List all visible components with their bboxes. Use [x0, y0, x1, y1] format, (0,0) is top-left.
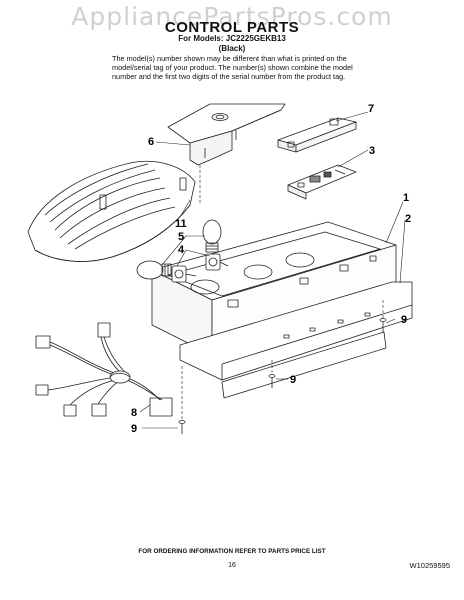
bulb-part-5-upper: [202, 219, 222, 253]
document-id: W10259595: [409, 561, 450, 570]
screw-part-9-a: [379, 318, 387, 332]
callout-9-middle: 9: [290, 374, 296, 386]
callout-9-right: 9: [401, 314, 407, 326]
harness-part-8: [35, 322, 173, 417]
page-title: CONTROL PARTS: [164, 19, 300, 36]
socket-part-4-a: [171, 265, 197, 283]
callout-5: 5: [178, 231, 184, 243]
lower-strip: [221, 331, 387, 399]
model-note: The model(s) number shown may be differe…: [112, 54, 353, 81]
callout-11: 11: [175, 218, 187, 230]
watermark: AppliancePartsPros.com: [71, 2, 393, 31]
socket-part-4-b: [205, 253, 229, 271]
callout-6: 6: [148, 136, 154, 148]
callout-2: 2: [405, 213, 411, 225]
cover-part-6: [167, 103, 286, 166]
callout-9-left: 9: [131, 423, 137, 435]
screw-part-9-b: [268, 374, 276, 388]
callout-7: 7: [368, 103, 374, 115]
callout-1: 1: [403, 192, 409, 204]
bulb-part-5-lower: [136, 260, 172, 280]
callout-3: 3: [369, 145, 375, 157]
page-number: 16: [228, 562, 236, 569]
control-board-part-3: [287, 164, 357, 200]
models-line: For Models: JC2225GEKB13: [178, 34, 286, 43]
trim-part-2: [179, 281, 413, 381]
screw-part-9-c: [178, 420, 186, 434]
callout-8: 8: [131, 407, 137, 419]
bracket-part-7: [277, 117, 357, 153]
callout-4: 4: [178, 244, 185, 256]
light-shield-part-11: [27, 160, 196, 262]
ordering-note: FOR ORDERING INFORMATION REFER TO PARTS …: [138, 548, 326, 555]
color-line: (Black): [218, 44, 246, 53]
